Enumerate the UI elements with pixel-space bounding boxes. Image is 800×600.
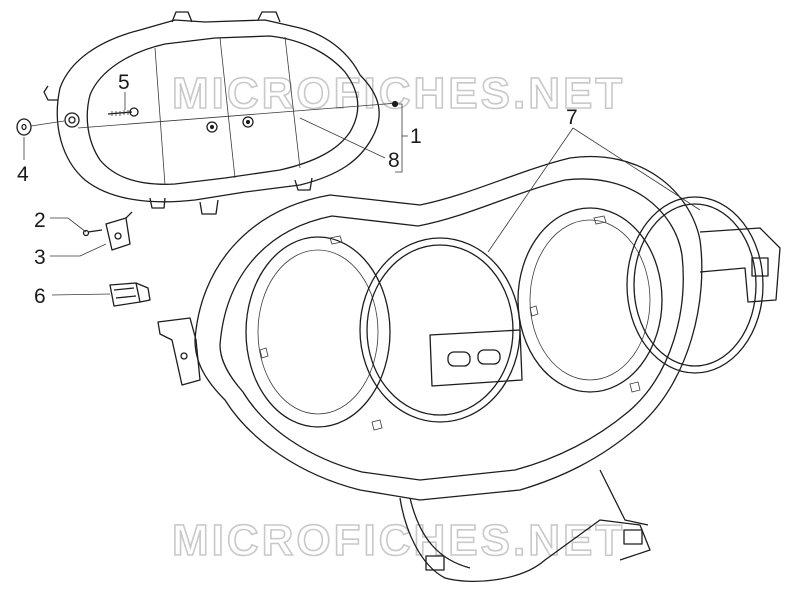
callout-2: 2	[34, 209, 46, 232]
bracket-part-3	[105, 211, 133, 251]
clip-part-6	[109, 282, 151, 307]
screw-part-5	[107, 107, 139, 117]
trim-ring-right	[626, 196, 764, 374]
instrument-cluster-body	[43, 11, 399, 215]
callout-4: 4	[17, 163, 29, 186]
callout-3: 3	[34, 246, 46, 269]
washer-part-4	[16, 118, 65, 136]
callout-8: 8	[388, 149, 400, 172]
leader-lines	[23, 92, 701, 296]
callout-6: 6	[34, 285, 46, 308]
instrument-cover	[157, 155, 781, 582]
trim-ring-left	[359, 237, 521, 423]
watermark-bottom: MICROFICHES.NET	[172, 516, 625, 565]
callout-7: 7	[566, 106, 578, 129]
callout-1: 1	[410, 125, 422, 148]
callout-5: 5	[118, 71, 130, 94]
watermark-top: MICROFICHES.NET	[172, 69, 625, 118]
screw-part-2	[82, 229, 103, 237]
